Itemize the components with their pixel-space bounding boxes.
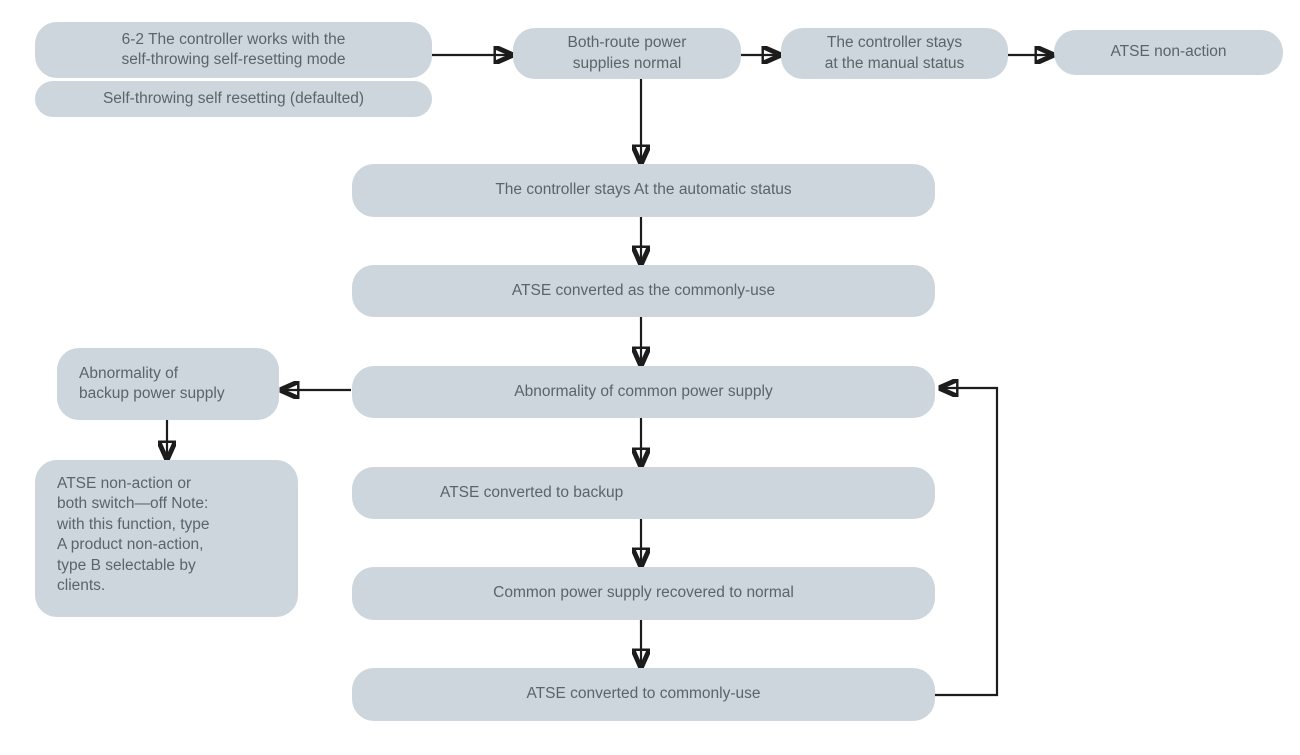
edge-feedback-loop <box>934 388 999 697</box>
node-common-recovered[interactable]: Common power supply recovered to normal <box>352 567 935 620</box>
node-converted-commonly-use-label: ATSE converted as the commonly-use <box>511 281 776 299</box>
node-abnormality-common-label: Abnormality of common power supply <box>514 382 773 400</box>
node-note-non-action[interactable]: ATSE non-action or both switch—off Note:… <box>35 460 298 617</box>
node-converted-to-commonly-use[interactable]: ATSE converted to commonly-use <box>352 668 935 721</box>
node-atse-non-action-label: ATSE non-action <box>1110 43 1227 61</box>
node-abnormality-backup[interactable]: Abnormality of backup power supply <box>57 348 279 420</box>
node-manual-status-label: The controller stays at the manual statu… <box>824 34 965 72</box>
node-manual-status[interactable]: The controller stays at the manual statu… <box>781 28 1008 79</box>
node-atse-non-action[interactable]: ATSE non-action <box>1054 30 1283 75</box>
node-default-mode[interactable]: Self-throwing self resetting (defaulted) <box>35 81 432 117</box>
node-abnormality-common[interactable]: Abnormality of common power supply <box>352 366 935 418</box>
node-converted-to-backup-label: ATSE converted to backup <box>440 483 624 501</box>
node-both-route-normal[interactable]: Both-route power supplies normal <box>513 28 741 79</box>
node-title-mode-label: 6-2 The controller works with the self-t… <box>121 30 346 68</box>
node-abnormality-backup-label: Abnormality of backup power supply <box>79 364 225 402</box>
node-automatic-status[interactable]: The controller stays At the automatic st… <box>352 164 935 217</box>
node-automatic-status-label: The controller stays At the automatic st… <box>495 181 792 199</box>
node-note-non-action-label: ATSE non-action or both switch—off Note:… <box>57 475 210 595</box>
node-converted-to-commonly-use-label: ATSE converted to commonly-use <box>526 685 761 703</box>
node-title-mode[interactable]: 6-2 The controller works with the self-t… <box>35 22 432 78</box>
node-converted-to-backup[interactable]: ATSE converted to backup <box>352 467 935 519</box>
node-both-route-normal-label: Both-route power supplies normal <box>567 34 687 72</box>
node-converted-commonly-use[interactable]: ATSE converted as the commonly-use <box>352 265 935 317</box>
node-common-recovered-label: Common power supply recovered to normal <box>493 584 794 602</box>
node-default-mode-label: Self-throwing self resetting (defaulted) <box>102 89 365 107</box>
